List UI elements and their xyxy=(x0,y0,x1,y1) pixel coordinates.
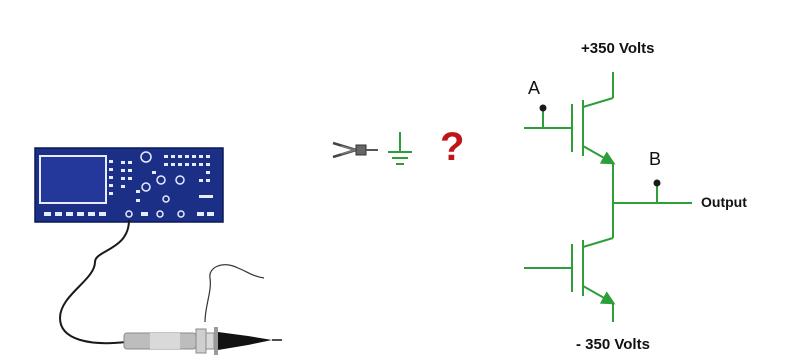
scope-small-buttons xyxy=(121,155,213,202)
probe-tip-body xyxy=(218,332,272,350)
probe-icon xyxy=(123,327,282,355)
lower-collector xyxy=(582,237,614,248)
ground-clip-icon xyxy=(332,141,378,159)
ground-symbol-icon xyxy=(388,132,412,165)
scope-side-buttons xyxy=(109,160,113,195)
negative-rail-label: - 350 Volts xyxy=(576,336,650,353)
node-a-dot xyxy=(539,104,547,112)
node-b-label: B xyxy=(649,149,662,169)
scope-bottom-buttons xyxy=(44,212,214,216)
scope-screen xyxy=(39,155,107,204)
oscilloscope-icon xyxy=(34,147,224,223)
probe-cable xyxy=(58,219,130,345)
probe-ground-lead xyxy=(204,264,265,323)
positive-rail-label: +350 Volts xyxy=(581,40,655,57)
probe-grip xyxy=(150,333,180,349)
node-b-dot xyxy=(653,179,661,187)
scope-input-jacks xyxy=(125,210,185,218)
scope-knobs xyxy=(140,151,185,203)
question-mark: ? xyxy=(440,125,465,169)
upper-emitter xyxy=(582,145,616,165)
lower-emitter xyxy=(582,285,616,305)
upper-collector xyxy=(582,97,614,108)
node-a-label: A xyxy=(528,78,541,98)
output-label: Output xyxy=(701,194,747,210)
